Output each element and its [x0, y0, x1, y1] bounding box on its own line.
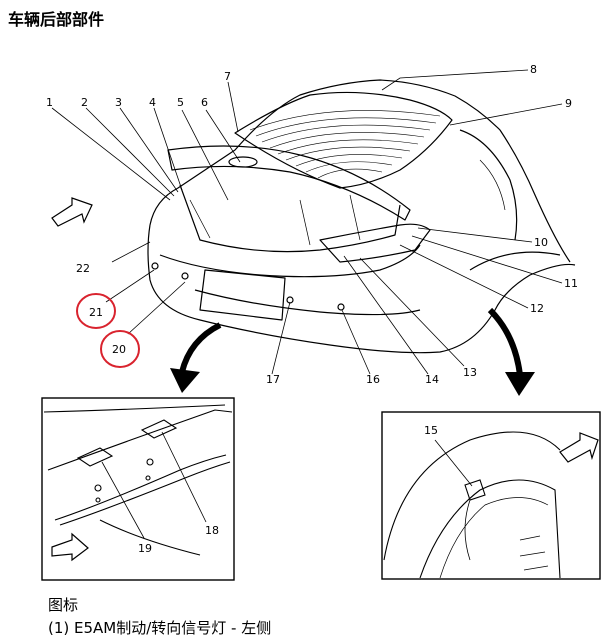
vehicle-body-outline	[149, 79, 571, 263]
callout-18: 18	[205, 524, 219, 537]
callout-20: 20	[112, 343, 126, 356]
callout-21: 21	[89, 306, 103, 319]
callout-8: 8	[530, 63, 537, 76]
callout-22: 22	[76, 262, 90, 275]
license-plate-lamp-left	[76, 447, 114, 467]
callout-16: 16	[366, 373, 380, 386]
diagram-title: 车辆后部部件	[8, 10, 105, 29]
rear-fascia	[159, 244, 421, 278]
callout-7: 7	[224, 70, 231, 83]
direction-arrow-icon	[51, 197, 93, 227]
direction-arrow-icon	[51, 532, 89, 562]
cargo-area	[179, 184, 401, 253]
high-mount-lamp	[228, 156, 258, 168]
license-plate-lamp-right	[140, 419, 178, 439]
highlight-circle-20	[100, 330, 140, 368]
rear-wheel-arch	[469, 251, 561, 271]
callout-13: 13	[463, 366, 477, 379]
detail-arrow-left-icon	[170, 322, 222, 393]
callout-15: 15	[424, 424, 438, 437]
connector-15	[464, 479, 486, 501]
legend-item-1: (1) E5AM制动/转向信号灯 - 左侧	[48, 619, 272, 637]
direction-arrow-icon	[559, 432, 599, 463]
detail-arrow-right-icon	[487, 307, 535, 396]
callout-11: 11	[564, 277, 578, 290]
callout-19: 19	[138, 542, 152, 555]
callout-5: 5	[177, 96, 184, 109]
detail-frame-wheelwell	[381, 411, 601, 580]
callout-17: 17	[266, 373, 280, 386]
legend-title: 图标	[48, 596, 79, 614]
callout-2: 2	[81, 96, 88, 109]
lamp-assembly-right	[319, 223, 431, 263]
rear-window	[234, 91, 453, 189]
callout-1: 1	[46, 96, 53, 109]
detail-frame-license	[41, 397, 235, 581]
callout-10: 10	[534, 236, 548, 249]
license-plate-recess	[199, 269, 286, 321]
callout-3: 3	[115, 96, 122, 109]
callout-9: 9	[565, 97, 572, 110]
callout-4: 4	[149, 96, 156, 109]
callout-6: 6	[201, 96, 208, 109]
liftgate	[167, 145, 411, 221]
highlight-circle-21	[76, 293, 116, 329]
callout-12: 12	[530, 302, 544, 315]
callout-14: 14	[425, 373, 439, 386]
